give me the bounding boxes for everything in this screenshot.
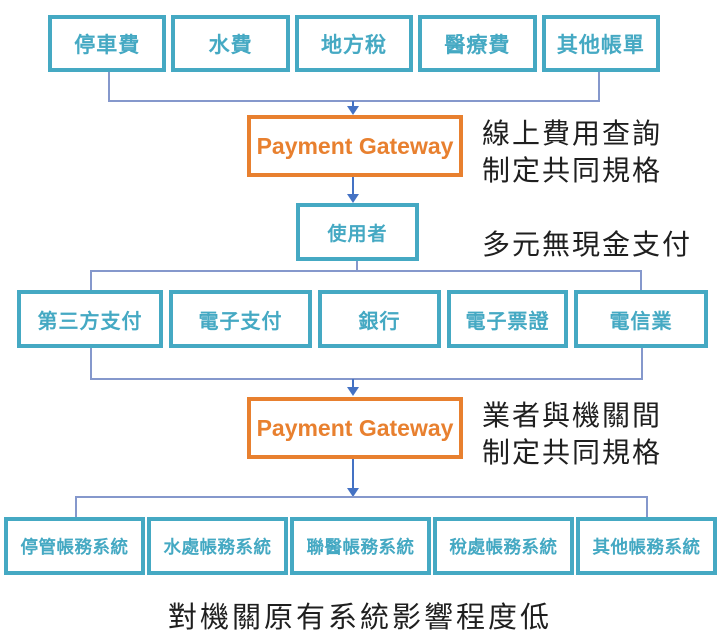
connector-line: [108, 100, 600, 102]
connector-line: [598, 72, 600, 102]
connector-line: [646, 496, 648, 517]
connector-line: [90, 378, 643, 380]
node-user: 使用者: [296, 203, 419, 261]
node-medical-fee: 醫療費: [418, 15, 537, 72]
connector-line: [75, 496, 648, 498]
node-hospital-accounting-system: 聯醫帳務系統: [290, 517, 431, 575]
connector-line: [90, 348, 92, 380]
connector-line: [356, 261, 358, 272]
node-third-party-payment: 第三方支付: [17, 290, 163, 348]
bill-types-row: 停車費 水費 地方稅 醫療費 其他帳單: [48, 15, 661, 72]
annotation-line: 業者與機關間: [482, 399, 663, 432]
payment-gateway-2-box: Payment Gateway: [247, 397, 463, 459]
caption-low-impact: 對機關原有系統影響程度低: [167, 600, 552, 634]
annotation-cashless-payment: 多元無現金支付: [482, 228, 693, 261]
connector-line: [641, 348, 643, 380]
node-water-accounting-system: 水處帳務系統: [147, 517, 288, 575]
connector-arrow-stem: [352, 379, 354, 389]
agency-systems-row: 停管帳務系統 水處帳務系統 聯醫帳務系統 稅處帳務系統 其他帳務系統: [4, 517, 717, 575]
down-arrow-icon: [347, 488, 359, 497]
node-e-payment: 電子支付: [169, 290, 312, 348]
annotation-line: 制定共同規格: [482, 436, 663, 469]
node-telecom: 電信業: [574, 290, 708, 348]
connector-arrow-stem: [352, 177, 354, 195]
annotation-provider-agency: 業者與機關間 制定共同規格: [482, 397, 662, 471]
node-bank: 銀行: [318, 290, 441, 348]
connector-arrow-stem: [352, 459, 354, 490]
connector-line: [640, 270, 642, 290]
connector-line: [90, 270, 642, 272]
connector-arrow-stem: [352, 101, 354, 108]
node-water-fee: 水費: [171, 15, 290, 72]
payment-gateway-1-box: Payment Gateway: [247, 115, 463, 177]
connector-line: [75, 496, 77, 517]
node-parking-accounting-system: 停管帳務系統: [4, 517, 145, 575]
node-e-ticket: 電子票證: [447, 290, 568, 348]
annotation-line: 制定共同規格: [482, 154, 663, 187]
payment-channels-row: 第三方支付 電子支付 銀行 電子票證 電信業: [17, 290, 708, 348]
connector-line: [108, 72, 110, 102]
node-tax-accounting-system: 稅處帳務系統: [433, 517, 574, 575]
annotation-line: 線上費用查詢: [482, 117, 663, 150]
down-arrow-icon: [347, 387, 359, 396]
down-arrow-icon: [347, 106, 359, 115]
node-local-tax: 地方稅: [294, 15, 414, 72]
down-arrow-icon: [347, 194, 359, 203]
node-other-accounting-system: 其他帳務系統: [576, 517, 717, 575]
node-other-bills: 其他帳單: [541, 15, 661, 72]
annotation-online-inquiry: 線上費用查詢 制定共同規格: [482, 115, 662, 189]
node-parking-fee: 停車費: [48, 15, 167, 72]
connector-line: [90, 270, 92, 290]
